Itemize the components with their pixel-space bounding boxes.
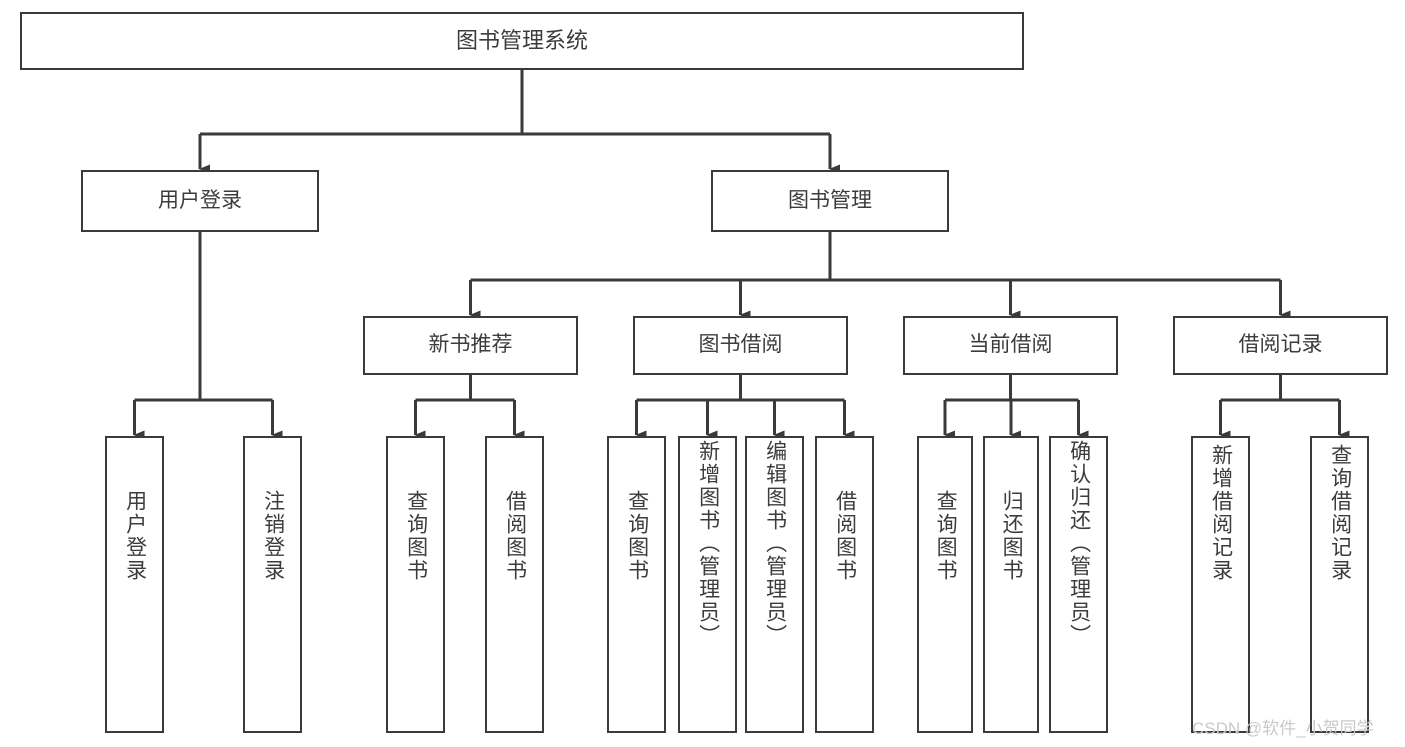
node-leaf-add-book[interactable]: 新增图书（管理员） [678,436,737,733]
node-label-root: 图书管理系统 [455,28,588,54]
node-label-leaf-borrow-book-1: 借阅图书 [503,490,527,582]
node-borrow-record[interactable]: 借阅记录 [1173,316,1388,375]
node-label-new-book-rec: 新书推荐 [428,333,513,357]
node-label-leaf-confirm-return: 确认归还（管理员） [1067,440,1091,647]
node-leaf-user-login[interactable]: 用户登录 [105,436,164,733]
node-leaf-confirm-return[interactable]: 确认归还（管理员） [1049,436,1108,733]
node-leaf-add-record[interactable]: 新增借阅记录 [1191,436,1250,733]
node-label-leaf-add-record: 新增借阅记录 [1209,444,1233,582]
node-label-leaf-borrow-book-2: 借阅图书 [833,490,857,582]
node-leaf-return-book[interactable]: 归还图书 [983,436,1039,733]
node-label-user-login: 用户登录 [158,188,242,212]
node-label-leaf-query-book-2: 查询图书 [625,490,649,582]
node-current-borrow[interactable]: 当前借阅 [903,316,1118,375]
node-leaf-query-book-3[interactable]: 查询图书 [917,436,973,733]
node-leaf-query-book-2[interactable]: 查询图书 [607,436,666,733]
node-root[interactable]: 图书管理系统 [20,12,1024,70]
node-leaf-query-record[interactable]: 查询借阅记录 [1310,436,1369,733]
node-label-book-borrow: 图书借阅 [698,333,783,357]
node-label-leaf-return-book: 归还图书 [1000,490,1024,582]
node-leaf-edit-book[interactable]: 编辑图书（管理员） [745,436,804,733]
node-leaf-borrow-book-2[interactable]: 借阅图书 [815,436,874,733]
node-label-leaf-query-record: 查询借阅记录 [1328,444,1352,582]
node-label-book-manage: 图书管理 [788,188,872,212]
node-label-current-borrow: 当前借阅 [968,333,1053,357]
node-label-leaf-user-login: 用户登录 [123,490,147,582]
node-book-borrow[interactable]: 图书借阅 [633,316,848,375]
node-leaf-logout[interactable]: 注销登录 [243,436,302,733]
node-label-borrow-record: 借阅记录 [1238,333,1323,357]
node-label-leaf-edit-book: 编辑图书（管理员） [763,440,787,647]
node-book-manage[interactable]: 图书管理 [711,170,949,232]
node-user-login[interactable]: 用户登录 [81,170,319,232]
node-label-leaf-query-book-3: 查询图书 [934,490,958,582]
node-new-book-rec[interactable]: 新书推荐 [363,316,578,375]
node-label-leaf-logout: 注销登录 [261,490,285,582]
node-leaf-borrow-book-1[interactable]: 借阅图书 [485,436,544,733]
node-label-leaf-add-book: 新增图书（管理员） [696,440,720,647]
node-leaf-query-book-1[interactable]: 查询图书 [386,436,445,733]
node-label-leaf-query-book-1: 查询图书 [404,490,428,582]
